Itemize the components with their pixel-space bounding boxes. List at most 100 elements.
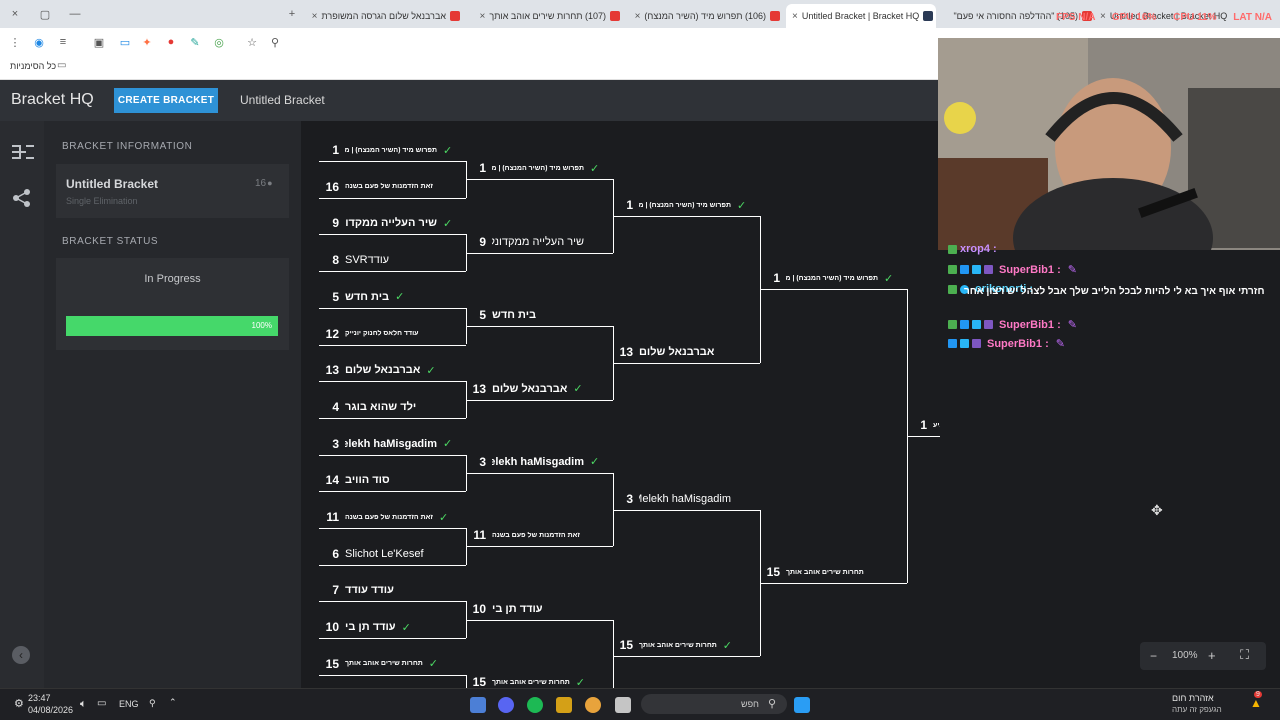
tab-0[interactable]: אברבנאל שלום הגרסה המשופרת× xyxy=(305,4,460,28)
move-cursor-icon: ✥ xyxy=(1151,502,1163,518)
winner-check-icon: ✓ xyxy=(575,676,585,688)
bracket-connector xyxy=(466,674,467,688)
extensions-icon[interactable]: ≡ xyxy=(59,36,67,48)
chat-badge-icon xyxy=(948,265,957,274)
zoom-in-button[interactable]: + xyxy=(1208,648,1216,663)
ext-translate-icon[interactable]: ✎ xyxy=(190,36,200,49)
emote-icon: ✎ xyxy=(1055,338,1065,350)
network-icon[interactable]: ▭ xyxy=(97,698,107,709)
sidebar: BRACKET INFORMATION Untitled Bracket Sin… xyxy=(44,121,301,688)
cast-icon[interactable]: ▭ xyxy=(119,36,131,49)
new-tab-icon[interactable]: + xyxy=(288,8,296,20)
tab-close-icon[interactable]: × xyxy=(479,10,486,22)
webcam-image xyxy=(938,38,1280,250)
file-explorer-icon[interactable] xyxy=(615,697,631,713)
profile-icon[interactable]: ◉ xyxy=(34,36,44,49)
tab-search-icon[interactable]: ▢ xyxy=(39,8,51,21)
bracket-status-heading: BRACKET STATUS xyxy=(62,236,159,247)
tray-expand-icon[interactable]: ⌃ xyxy=(169,697,177,707)
taskbar-search[interactable]: חפש ⚲ xyxy=(641,694,787,714)
fullscreen-icon[interactable]: ⛶ xyxy=(1240,647,1250,662)
seed-number: 15 xyxy=(325,656,339,671)
bracket-view-icon[interactable] xyxy=(11,143,35,163)
chat-badge-icon xyxy=(960,320,969,329)
app-icon[interactable] xyxy=(556,697,572,713)
entrant-name: זאת הזדמנות של פעם בשנה xyxy=(492,531,580,539)
spotify-app-icon[interactable] xyxy=(527,697,543,713)
chrome-app-icon[interactable] xyxy=(585,697,601,713)
tab-5[interactable]: ×Untitled Bracket | Bracket HQ xyxy=(1100,4,1250,28)
entrant-name: זאת הזדמנות של פעם בשנה xyxy=(345,183,433,191)
bracket-entry[interactable]: 16 זאת הזדמנות של פעם בשנה xyxy=(325,180,433,194)
tab-title: Untitled Bracket | Bracket HQ xyxy=(1109,11,1228,21)
settings-gear-icon[interactable]: ⚙ xyxy=(14,698,24,710)
bracket-line xyxy=(319,674,466,676)
search-icon[interactable]: ⚲ xyxy=(270,36,280,49)
chat-message: SuperBib1 : ✎ xyxy=(948,263,1077,276)
zoom-out-button[interactable]: − xyxy=(1150,649,1158,663)
puzzle-icon[interactable]: ▣ xyxy=(93,36,105,49)
discord-app-icon[interactable] xyxy=(498,697,514,713)
volume-icon[interactable]: 🔈︎ xyxy=(80,698,87,710)
tab-close-icon[interactable]: × xyxy=(311,10,318,22)
seed-number: 16 xyxy=(325,179,339,194)
minimize-icon[interactable]: — xyxy=(69,8,81,20)
winner-check-icon: ✓ xyxy=(722,639,732,652)
share-icon[interactable] xyxy=(12,188,32,208)
ext-record-icon[interactable]: ● xyxy=(167,36,175,48)
bookmark-star-icon[interactable]: ☆ xyxy=(247,36,257,49)
all-bookmarks-label[interactable]: כל הסימניות xyxy=(10,61,57,71)
create-bracket-button[interactable]: CREATE BRACKET xyxy=(114,88,218,113)
close-window-icon[interactable]: × xyxy=(11,8,19,20)
warning-icon[interactable]: ▲ xyxy=(1250,696,1262,710)
tab-2[interactable]: (106) תפרוש מיד (השיר המנצח)× xyxy=(625,4,780,28)
microphone-icon[interactable]: ⚲ xyxy=(149,698,156,708)
search-placeholder: חפש xyxy=(741,699,759,709)
calculator-app-icon[interactable] xyxy=(470,697,486,713)
collapse-sidebar-icon[interactable]: ‹ xyxy=(12,646,30,664)
ext-grammarly-icon[interactable]: ◎ xyxy=(214,36,224,49)
tab-1[interactable]: (107) תחרות שירים אוהב אותך× xyxy=(465,4,620,28)
windows-start-icon[interactable] xyxy=(794,697,810,713)
tab-close-icon[interactable]: × xyxy=(634,10,641,22)
tab-close-icon[interactable]: × xyxy=(792,10,798,22)
site-logo[interactable]: Bracket HQ xyxy=(11,91,94,108)
language-indicator[interactable]: ENG xyxy=(119,699,139,709)
tab-close-icon[interactable]: × xyxy=(1100,10,1106,22)
seed-number: 15 xyxy=(472,675,486,688)
tab-4[interactable]: (105) "ההדלפה החסורה אי פעם" xyxy=(942,4,1092,28)
ext-fire-icon[interactable]: ✦ xyxy=(142,36,152,49)
tab-active[interactable]: ×Untitled Bracket | Bracket HQ xyxy=(786,4,936,28)
clock-date: 04/08/2026 xyxy=(28,705,74,715)
menu-icon[interactable]: ⋮ xyxy=(9,36,21,49)
